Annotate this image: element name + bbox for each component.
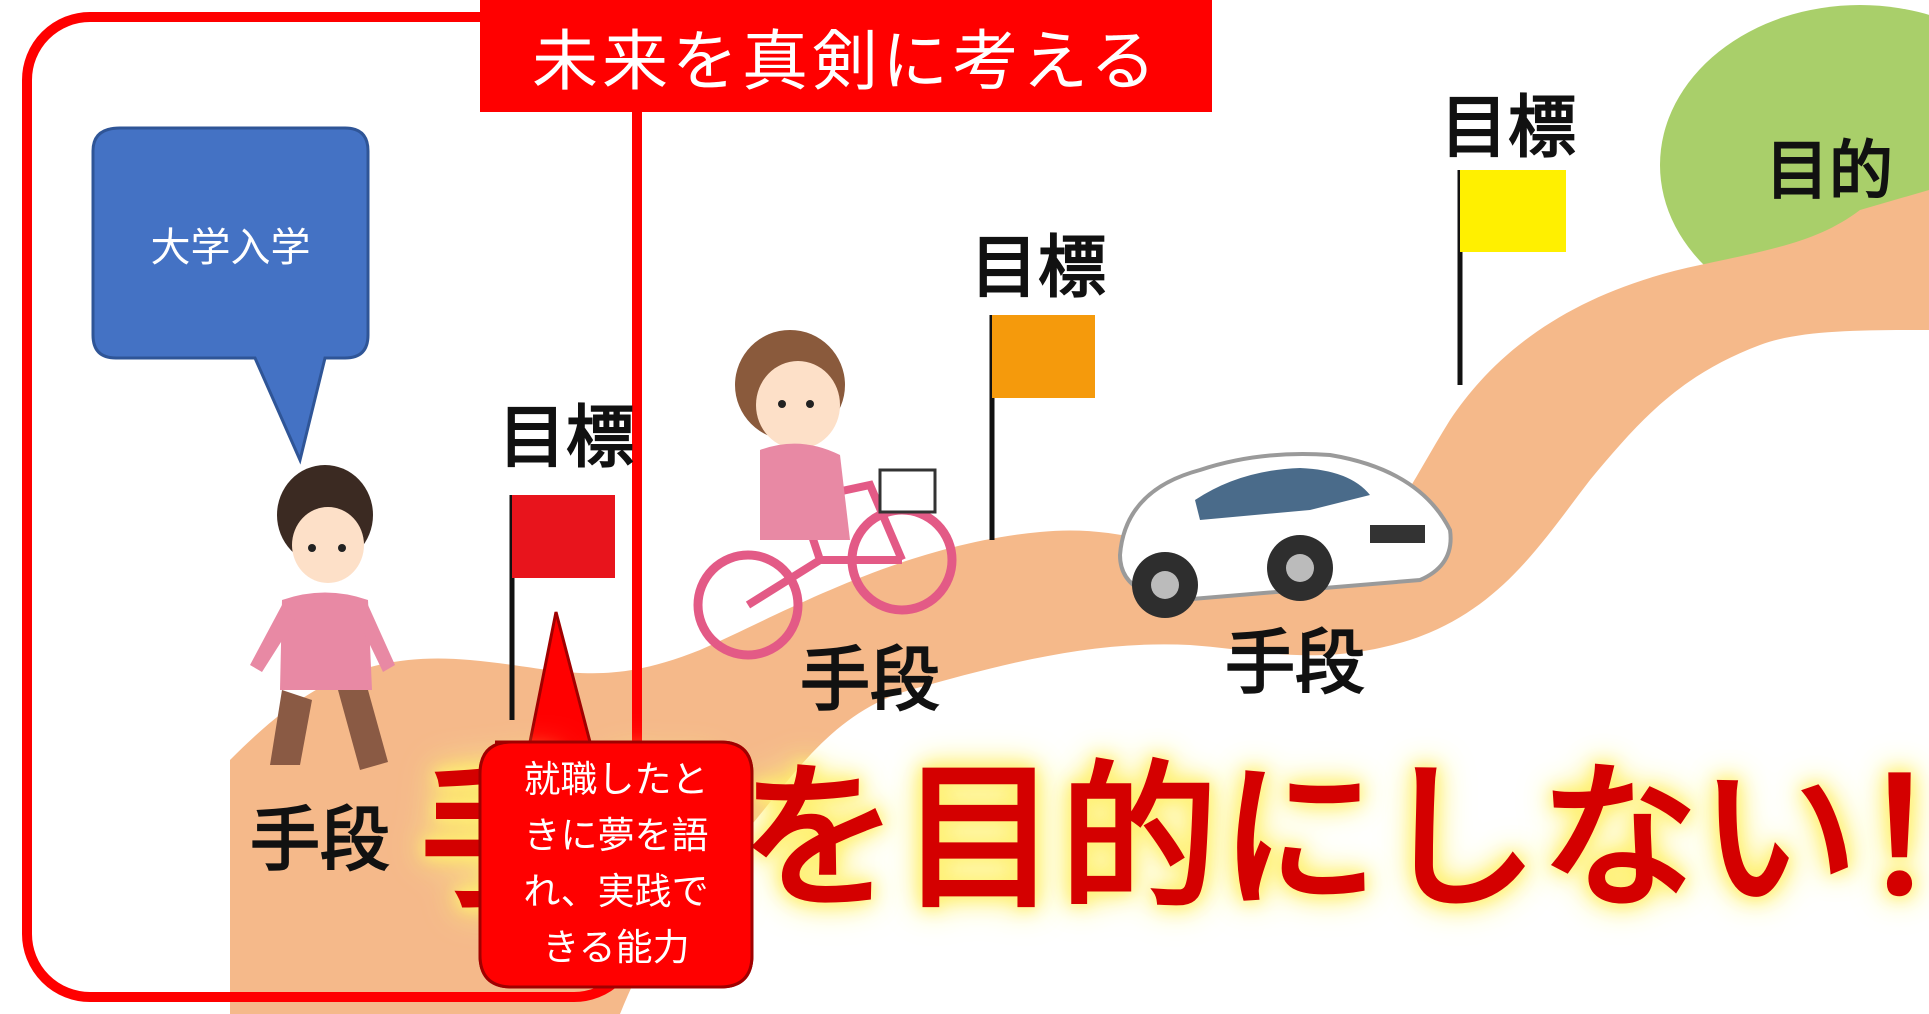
highlight-frame	[22, 12, 642, 1002]
callout-blue-text: 大学入学	[150, 225, 311, 271]
callout-blue-shape	[91, 126, 370, 465]
callout-red-text: 就職したと きに夢を語 れ、実践で きる能力	[480, 752, 752, 976]
callout-red-line-1: 就職したと	[523, 758, 709, 801]
page-title: 未来を真剣に考える	[480, 0, 1212, 112]
flag-2	[992, 315, 1095, 398]
milestone-3-goal-label: 目標	[1440, 89, 1577, 168]
callout-red-line-4: きる能力	[542, 926, 690, 969]
milestone-2-goal-label: 目標	[970, 229, 1107, 308]
callout-red-line-3: れ、実践で	[523, 870, 709, 913]
car-illustration	[1117, 452, 1453, 618]
flag-1	[512, 495, 615, 578]
milestone-1-goal-label: 目標	[498, 399, 635, 478]
milestone-2-means-label: 手段	[800, 639, 940, 721]
walking-woman-illustration	[250, 465, 395, 770]
callout-red-line-2: きに夢を語	[523, 814, 709, 857]
milestone-1-means-label: 手段	[250, 799, 390, 881]
milestone-3-means-label: 手段	[1225, 622, 1365, 704]
bicycle-girl-illustration	[693, 330, 957, 660]
flag-3	[1460, 170, 1566, 252]
goal-circle-label: 目的	[1765, 135, 1893, 209]
